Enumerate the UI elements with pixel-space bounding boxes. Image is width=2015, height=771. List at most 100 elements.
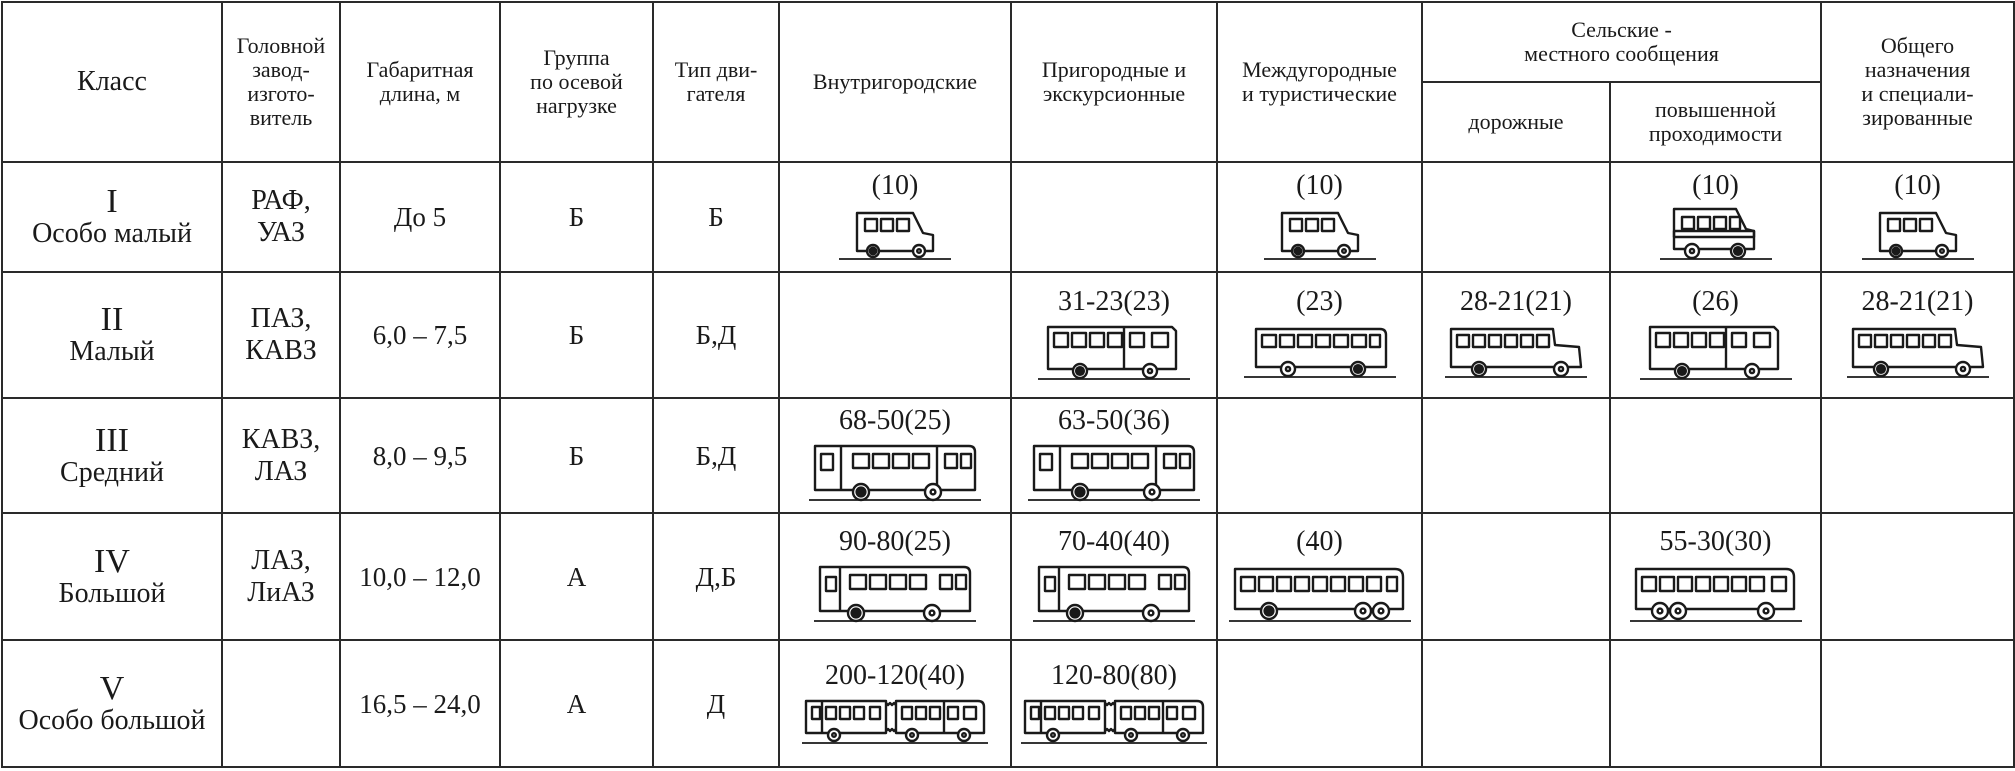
capacity-cell-rural-offroad — [1608, 397, 1823, 514]
engine-cell: Д — [652, 639, 780, 768]
city-bus-icon — [1028, 444, 1200, 501]
capacity-cell-rural-road — [1421, 639, 1611, 768]
capacity-cell-rural-offroad: (10) — [1608, 161, 1823, 273]
maker-cell: КАВЗ, ЛАЗ — [221, 397, 341, 514]
engine-cell: Б — [652, 161, 780, 273]
header-axle-group: Группа по осевой нагрузке — [499, 1, 654, 163]
class-number: V — [99, 669, 125, 707]
axle-group-cell: А — [499, 512, 654, 641]
microbus-icon — [1263, 211, 1376, 260]
capacity-cell-intercity — [1216, 397, 1423, 514]
capacity-label: (10) — [1692, 170, 1739, 201]
capacity-label: 120-80(80) — [1051, 659, 1177, 691]
maker-cell — [221, 639, 341, 768]
capacity-label: (40) — [1296, 525, 1343, 557]
axle-group-cell: Б — [499, 397, 654, 514]
capacity-cell-rural-road — [1421, 397, 1611, 514]
bonnet-bus-icon — [1445, 327, 1587, 378]
capacity-label: 28-21(21) — [1460, 286, 1572, 317]
capacity-label: (10) — [1296, 170, 1343, 201]
capacity-cell-general: 28-21(21) — [1820, 271, 2015, 399]
capacity-label: 90-80(25) — [839, 525, 951, 557]
capacity-label: 63-50(36) — [1058, 404, 1170, 436]
capacity-cell-intercity: (10) — [1216, 161, 1423, 273]
three-axle-bus-icon — [1629, 567, 1802, 622]
axle-group-cell: А — [499, 639, 654, 768]
length-cell: 8,0 – 9,5 — [339, 397, 501, 514]
engine-cell: Б,Д — [652, 271, 780, 399]
length-cell: 10,0 – 12,0 — [339, 512, 501, 641]
class-number: II — [100, 301, 124, 338]
header-class: Класс — [1, 1, 223, 163]
length-cell: 6,0 – 7,5 — [339, 271, 501, 399]
class-name: Особо малый — [32, 218, 192, 249]
length-cell: До 5 — [339, 161, 501, 273]
capacity-label: 28-21(21) — [1861, 286, 1974, 317]
large-bus-icon — [1033, 565, 1195, 622]
capacity-cell-intercity: (40) — [1216, 512, 1423, 641]
maker-cell: ПАЗ, КАВЗ — [221, 271, 341, 399]
capacity-cell-urban: 68-50(25) — [778, 397, 1012, 514]
capacity-label: 200-120(40) — [825, 659, 965, 691]
class-number: IV — [94, 542, 130, 580]
capacity-cell-intercity — [1216, 639, 1423, 768]
capacity-label: 68-50(25) — [839, 404, 951, 436]
engine-cell: Б,Д — [652, 397, 780, 514]
header-length: Габаритная длина, м — [339, 1, 501, 163]
small-coach-icon — [1243, 327, 1396, 378]
small-bus-icon — [1639, 325, 1792, 380]
capacity-cell-general — [1820, 397, 2015, 514]
capacity-cell-rural-road — [1421, 161, 1611, 273]
capacity-cell-urban: 90-80(25) — [778, 512, 1012, 641]
class-number: I — [106, 183, 118, 220]
capacity-cell-urban: 200-120(40) — [778, 639, 1012, 768]
axle-group-cell: Б — [499, 161, 654, 273]
capacity-cell-rural-road: 28-21(21) — [1421, 271, 1611, 399]
coach-icon — [1228, 567, 1411, 622]
maker-cell: РАФ, УАЗ — [221, 161, 341, 273]
bonnet-bus-icon — [1846, 327, 1989, 378]
capacity-cell-general — [1820, 512, 2015, 641]
capacity-label: 55-30(30) — [1659, 525, 1772, 557]
header-rural: Сельские - местного сообщения — [1420, 1, 1823, 83]
microbus-icon — [1861, 211, 1974, 260]
header-urban: Внутригородские — [778, 1, 1012, 163]
offroad-microbus-icon — [1659, 207, 1772, 260]
length-cell: 16,5 – 24,0 — [339, 639, 501, 768]
engine-cell: Д,Б — [652, 512, 780, 641]
header-engine: Тип дви- гателя — [652, 1, 780, 163]
capacity-cell-suburban — [1010, 161, 1218, 273]
class-name: Большой — [58, 577, 166, 609]
class-name: Особо большой — [18, 704, 206, 736]
articulated-bus-icon — [1021, 699, 1207, 744]
capacity-label: (26) — [1692, 286, 1739, 317]
capacity-label: (23) — [1296, 286, 1343, 317]
capacity-label: (10) — [871, 170, 919, 201]
capacity-cell-rural-road — [1421, 512, 1611, 641]
city-bus-icon — [809, 444, 981, 501]
microbus-icon — [839, 211, 951, 260]
capacity-cell-suburban: 63-50(36) — [1010, 397, 1218, 514]
capacity-cell-suburban: 120-80(80) — [1010, 639, 1218, 768]
capacity-cell-intercity: (23) — [1216, 271, 1423, 399]
capacity-cell-rural-offroad — [1608, 639, 1823, 768]
header-general: Общего назначения и специали- зированные — [1820, 1, 2015, 163]
articulated-bus-icon — [802, 699, 988, 744]
header-suburban: Пригородные и экскурсионные — [1010, 1, 1218, 163]
capacity-label: 70-40(40) — [1058, 525, 1170, 557]
capacity-label: (10) — [1894, 170, 1941, 201]
large-bus-icon — [814, 565, 976, 622]
axle-group-cell: Б — [499, 271, 654, 399]
capacity-cell-general: (10) — [1820, 161, 2015, 273]
header-intercity: Междугородные и туристические — [1216, 1, 1423, 163]
capacity-cell-general — [1820, 639, 2015, 768]
